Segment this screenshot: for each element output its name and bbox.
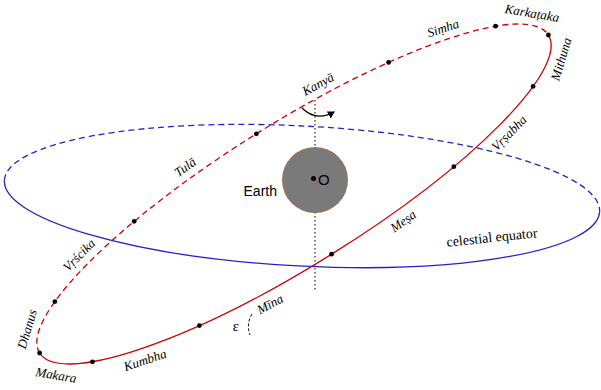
zodiac-sign-label: Karkaṭaka (504, 2, 560, 24)
ecliptic-back (37, 24, 549, 353)
equator-label: celestial equator (446, 226, 538, 249)
sign-boundary-dot (197, 323, 202, 328)
sign-boundary-dot (53, 299, 58, 304)
sign-boundary-dot (254, 131, 259, 136)
earth-label: Earth (244, 184, 277, 198)
obliquity-symbol: ε (233, 319, 239, 334)
rotation-arrow (302, 108, 334, 116)
zodiac-sign-label: Mithuna (549, 36, 574, 82)
obliquity-arc (248, 314, 252, 335)
zodiac-sign-label: Mīna (255, 292, 285, 316)
sign-boundary-dot (493, 24, 498, 29)
zodiac-sign-label: Vṛṣabha (489, 112, 529, 152)
sign-boundary-dot (329, 252, 334, 257)
zodiac-sign-label: Meṣa (388, 207, 418, 234)
sign-boundary-dot (90, 359, 95, 364)
sign-boundary-dot (451, 164, 456, 169)
ecliptic-front (40, 35, 552, 364)
sign-boundary-dot (531, 84, 536, 89)
zodiac-sign-label: Siṃha (426, 16, 461, 39)
zodiac-sign-label: Vṛścika (60, 237, 97, 274)
sign-boundary-dot (386, 60, 391, 65)
origin-label: O (318, 172, 330, 187)
earth-center-dot (311, 176, 316, 181)
zodiac-sign-label: Dhanus (15, 307, 39, 349)
sign-boundary-dot (37, 351, 42, 356)
earth-circle: EarthO (282, 147, 348, 213)
zodiac-sign-label: Makara (35, 365, 78, 385)
sign-boundary-dots (37, 24, 551, 364)
zodiac-sign-label: Kanyā (300, 70, 336, 98)
zodiac-sign-label: Kumbha (122, 347, 168, 373)
sign-boundary-dot (132, 219, 137, 224)
sign-boundary-dot (546, 33, 551, 38)
